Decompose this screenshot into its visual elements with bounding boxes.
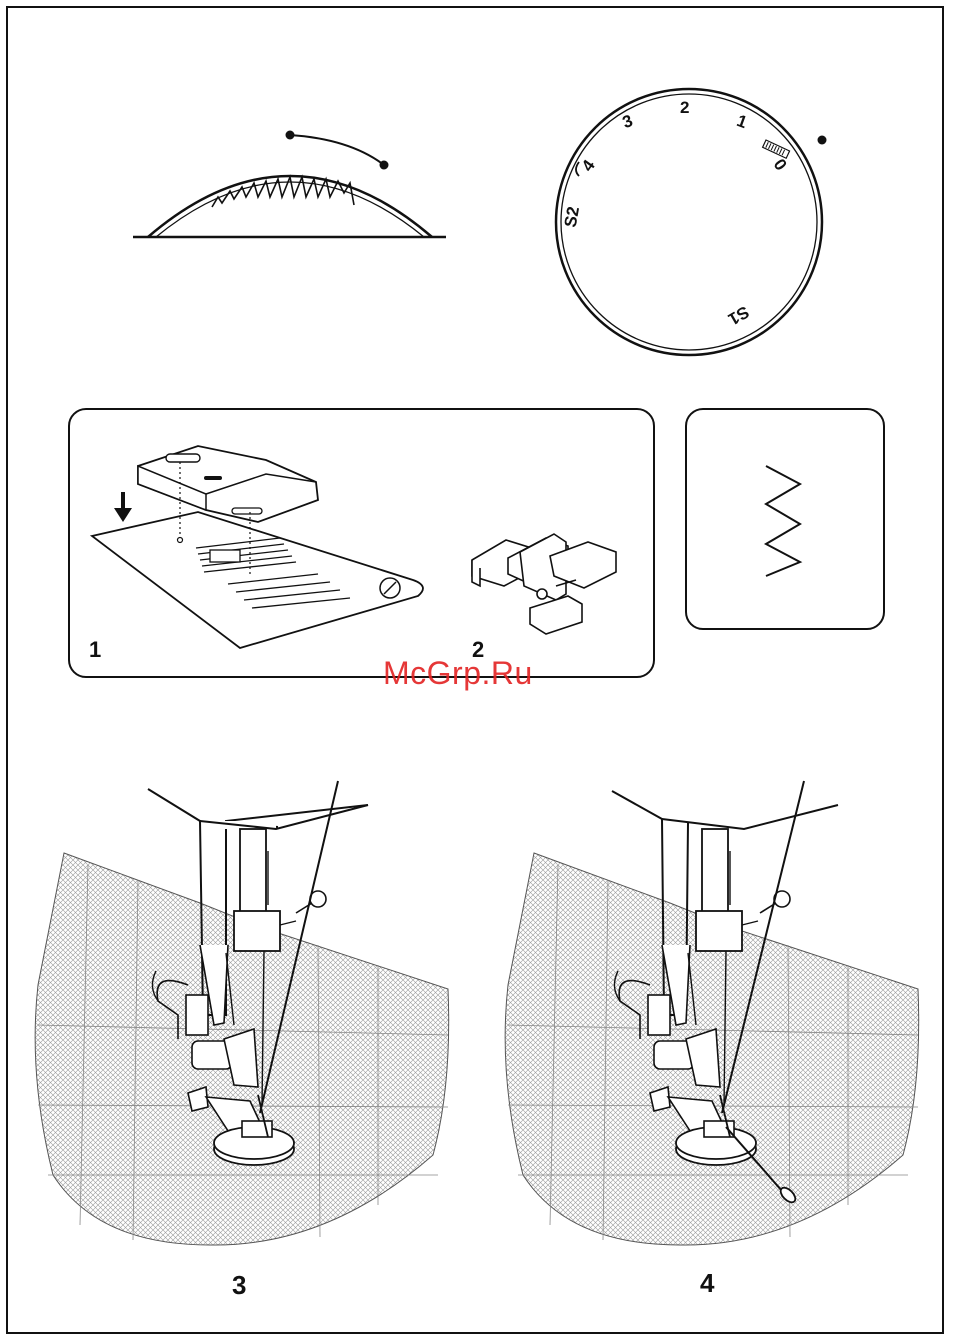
figure-number-3: 3 xyxy=(232,1270,246,1301)
dial-label-2: 2 xyxy=(680,98,689,118)
presser-foot-attach-illustration xyxy=(68,408,655,678)
sewing-illustration-4 xyxy=(498,775,928,1265)
watermark: McGrp.Ru xyxy=(383,655,533,692)
dial-label-s2: S2 xyxy=(561,205,584,229)
zigzag-stitch-icon xyxy=(760,462,810,578)
sewing-illustration-3 xyxy=(28,775,458,1265)
figure-number-1: 1 xyxy=(89,637,101,663)
stitch-dial xyxy=(553,90,833,360)
stitch-width-arc-diagram xyxy=(130,125,450,245)
figure-number-4: 4 xyxy=(700,1268,714,1299)
